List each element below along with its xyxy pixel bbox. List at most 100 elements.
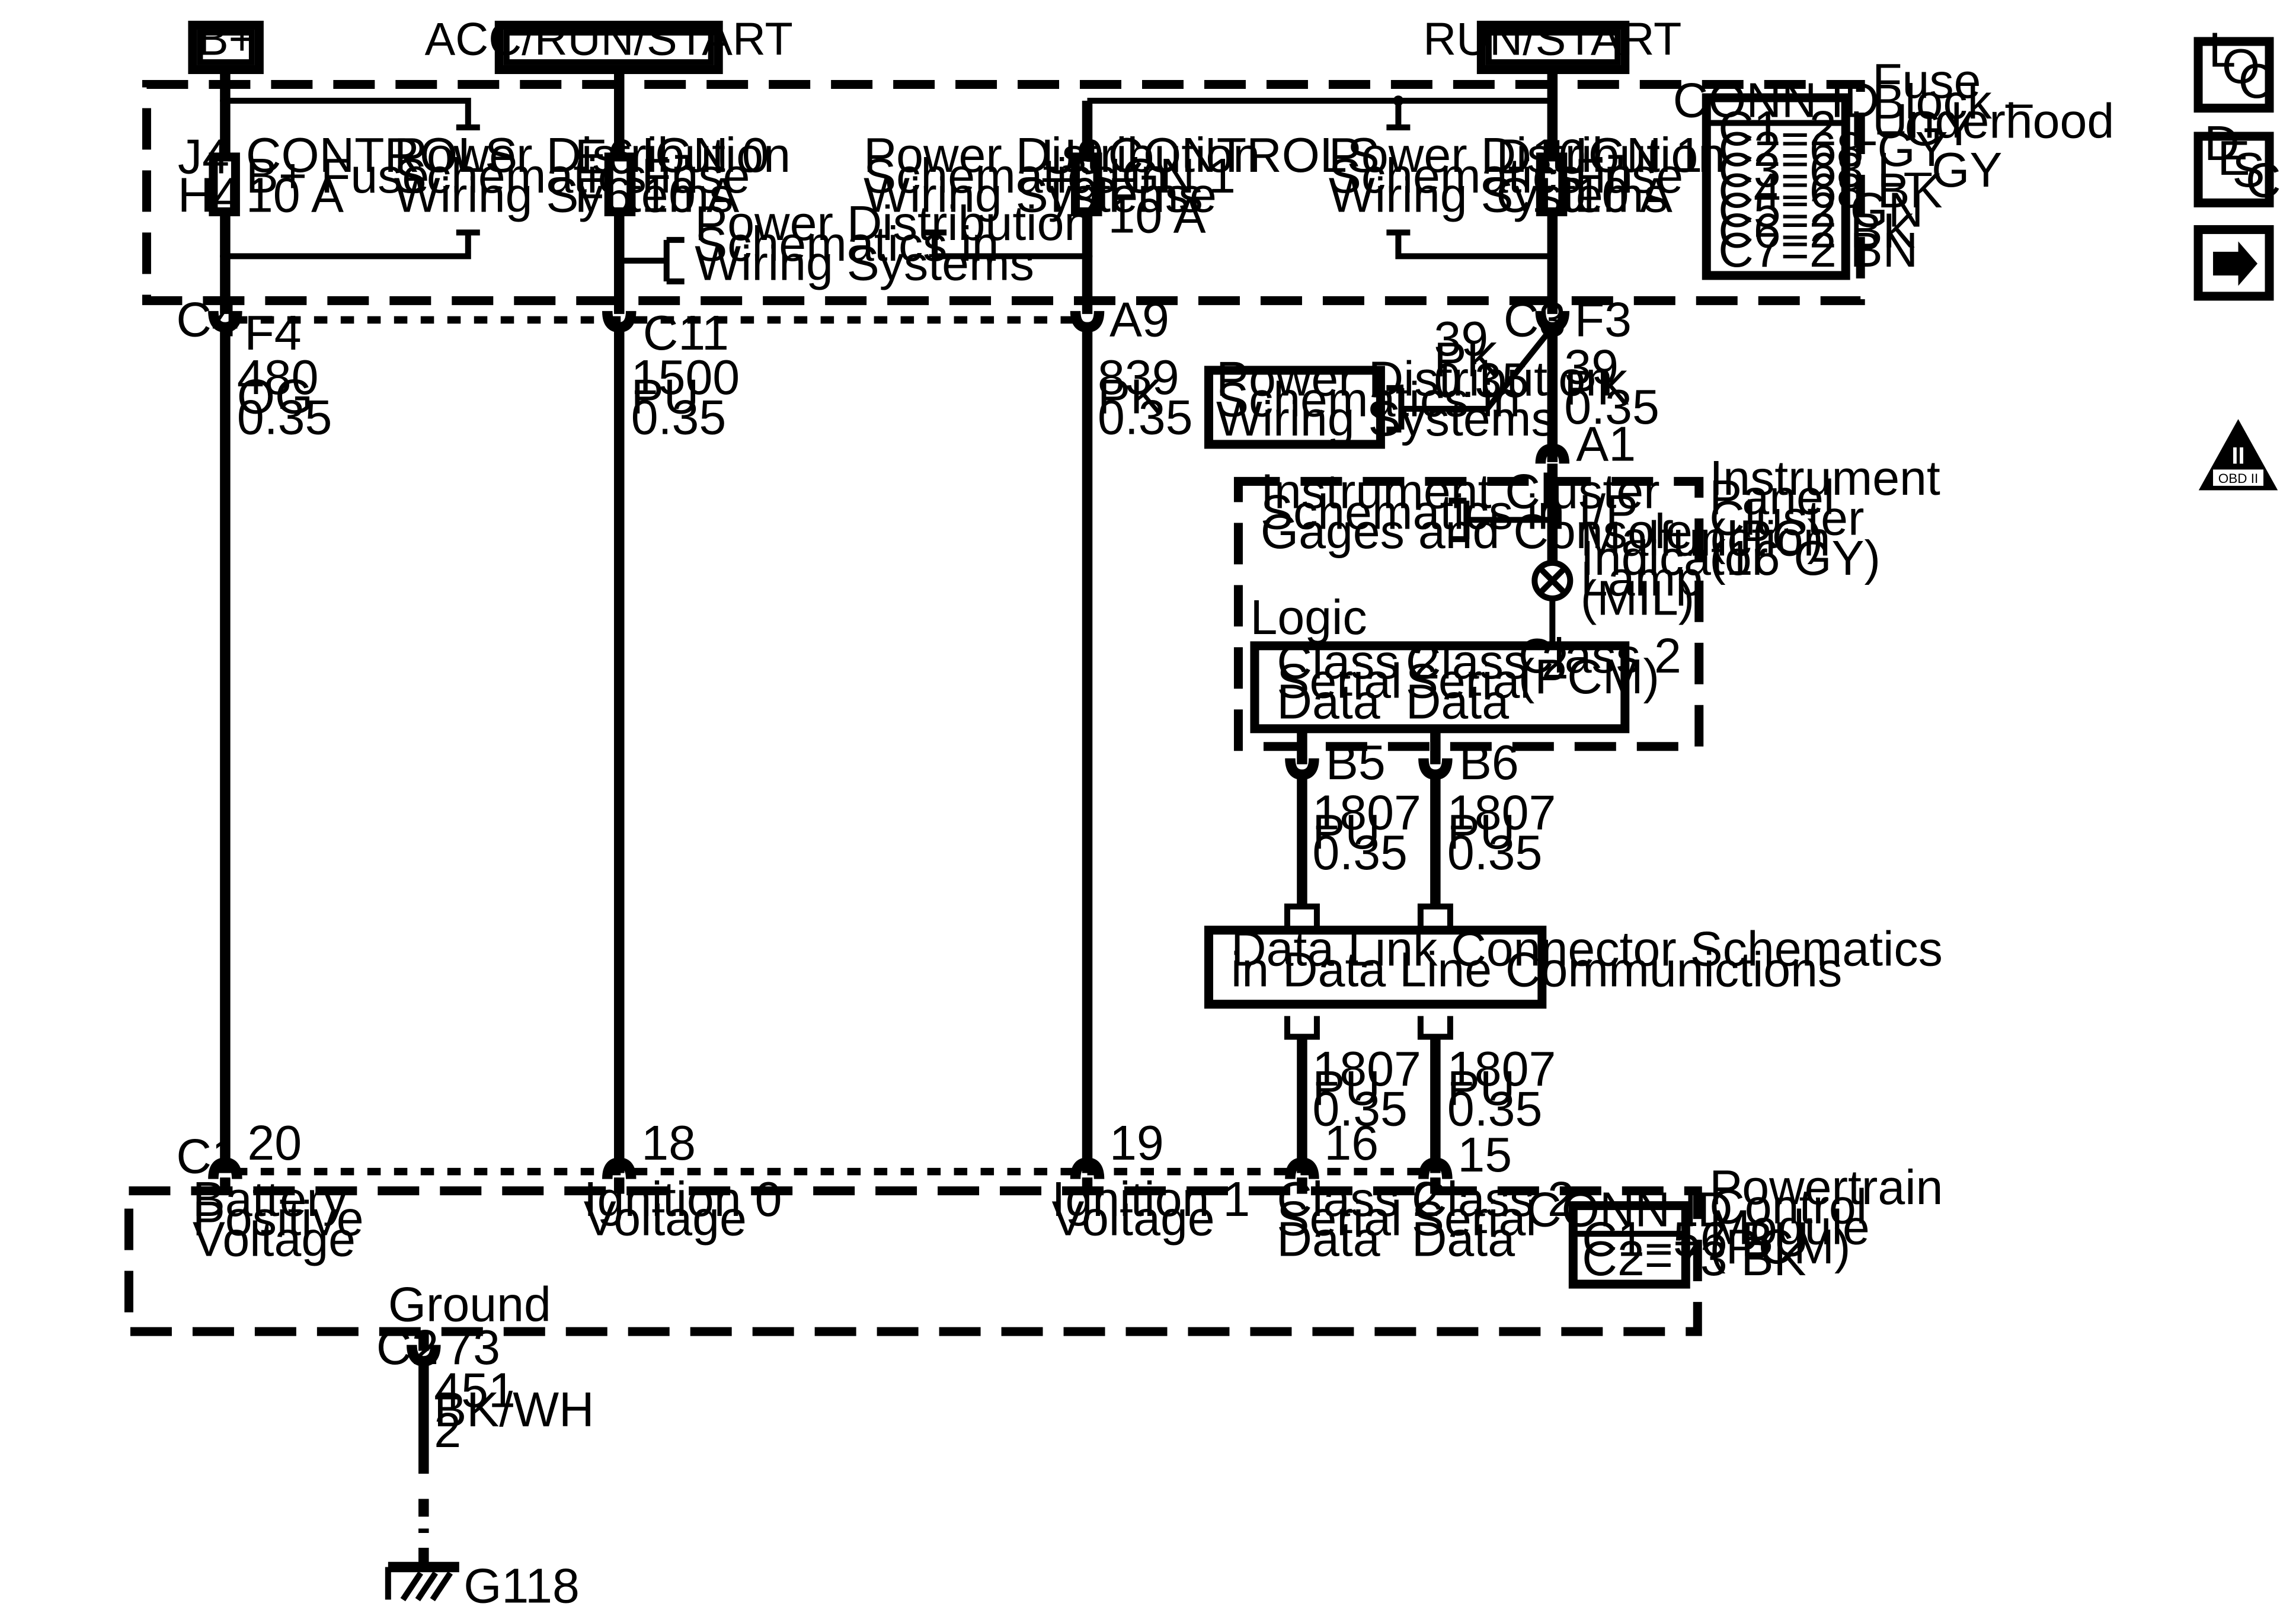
svg-text:0.35: 0.35 — [1564, 380, 1659, 434]
svg-text:C1=2 L–GY: C1=2 L–GY — [1718, 101, 1975, 156]
svg-text:0.35: 0.35 — [1447, 825, 1543, 880]
controls-bplus-fuse — [209, 152, 240, 216]
svg-text:Wiring Systems: Wiring Systems — [1216, 392, 1556, 446]
svg-text:Data Link Connector Schematics: Data Link Connector Schematics — [1231, 922, 1943, 977]
pcm-ignition-0-voltage: Ignition 0 Voltage — [584, 1172, 782, 1246]
wire-1807-b-label: 1807 PU 0.35 — [1447, 786, 1556, 880]
svg-text:Data: Data — [1412, 1212, 1515, 1267]
svg-text:PK: PK — [1434, 332, 1499, 387]
svg-text:Serial: Serial — [1277, 1192, 1402, 1246]
svg-text:39: 39 — [1434, 312, 1488, 366]
svg-text:Power Distribution: Power Distribution — [1216, 351, 1613, 406]
svg-text:D: D — [2204, 116, 2240, 171]
wire-451-label: 451 BK/WH 2 — [434, 1363, 594, 1458]
svg-text:C2: C2 — [376, 1320, 439, 1375]
svg-text:C: C — [2246, 153, 2281, 207]
ign1-fuse — [1536, 152, 1568, 216]
connector-pin-18: 18 — [602, 1116, 696, 1180]
bplus-label: B+ — [198, 14, 255, 65]
svg-text:1807: 1807 — [1312, 1042, 1421, 1096]
wire-1500-label: 1500 PU 0.35 — [631, 350, 740, 444]
ground-id: G118 — [463, 1558, 580, 1610]
pd-ref-box-text: Power Distribution Schematics in Wiring … — [1216, 351, 1613, 446]
svg-text:C11: C11 — [643, 306, 729, 360]
svg-text:Power Distribution: Power Distribution — [394, 128, 791, 183]
svg-text:Gages and Console: Gages and Console — [1261, 504, 1693, 559]
svg-text:Wiring Systems: Wiring Systems — [695, 236, 1034, 290]
svg-text:Ignition 1: Ignition 1 — [1052, 1172, 1251, 1227]
svg-text:Block –: Block – — [1872, 75, 2033, 129]
svg-text:Instrument: Instrument — [1709, 451, 1940, 505]
ipc-logic-box — [1250, 641, 1630, 734]
svg-text:Fuse: Fuse — [1108, 168, 1217, 222]
location-icon-button[interactable]: L O C — [2193, 23, 2274, 113]
svg-text:Schematics in I/P: Schematics in I/P — [1261, 485, 1638, 539]
svg-text:Class 2: Class 2 — [1412, 1172, 1575, 1227]
svg-text:16: 16 — [1324, 1116, 1379, 1170]
svg-text:C10: C10 — [1496, 168, 1585, 222]
svg-text:C5=2 GN: C5=2 GN — [1718, 183, 1923, 237]
pd-ref-4: Power Distribution Schematics in Wiring … — [1329, 128, 1725, 222]
svg-text:OG: OG — [237, 369, 313, 424]
acc-run-start-label: ACC/RUN/START — [425, 14, 793, 65]
svg-text:480: 480 — [237, 350, 319, 405]
svg-text:PU: PU — [631, 369, 699, 424]
svg-text:Schematics in: Schematics in — [1216, 372, 1520, 427]
svg-text:CONTROLS: CONTROLS — [1108, 128, 1380, 183]
connector-a1: A1 — [1535, 417, 1636, 471]
pd-ref-3: Power Distribution Schematics in Wiring … — [864, 128, 1260, 222]
svg-text:Serial: Serial — [1277, 654, 1402, 708]
svg-text:BK/WH: BK/WH — [434, 1382, 594, 1437]
svg-text:19: 19 — [1109, 1116, 1164, 1170]
svg-text:PU: PU — [1447, 1061, 1515, 1116]
svg-text:0.35: 0.35 — [1434, 353, 1529, 408]
svg-text:451: 451 — [434, 1363, 516, 1418]
svg-text:E: E — [2218, 131, 2250, 185]
svg-text:C2=68 GY: C2=68 GY — [1718, 122, 1948, 177]
fuse-block-outline — [142, 79, 1865, 305]
run-start-label: RUN/START — [1423, 14, 1681, 65]
svg-text:Cluster: Cluster — [1709, 491, 1864, 545]
svg-text:IGN 0: IGN 0 — [641, 128, 769, 183]
svg-text:Data: Data — [1277, 1212, 1380, 1267]
svg-text:II: II — [2231, 443, 2244, 469]
svg-text:Schematics in: Schematics in — [695, 217, 999, 271]
ign1-fuse-label: IGN 1 Fuse 10 A — [1575, 128, 1702, 222]
svg-text:E6: E6 — [575, 129, 635, 184]
description-icon-button[interactable]: D E S C — [2193, 116, 2281, 207]
svg-text:OBD II: OBD II — [2218, 471, 2258, 486]
connector-c11: C11 — [602, 306, 729, 360]
mil-label: Malfunction Indicator Lamp (MIL) — [1581, 511, 1831, 625]
svg-text:Indicator: Indicator — [1581, 531, 1768, 585]
ground-g118-icon — [385, 1561, 459, 1602]
svg-text:A9: A9 — [1109, 292, 1169, 347]
svg-text:C6=2 BK: C6=2 BK — [1718, 203, 1915, 258]
svg-text:H4: H4 — [178, 168, 240, 222]
wire-1807-a-label: 1807 PU 0.35 — [1312, 786, 1421, 880]
pcm-name: Powertrain Control Module (PCM) — [1709, 1160, 1943, 1274]
svg-text:Wiring Systems: Wiring Systems — [394, 168, 734, 222]
svg-text:Fuse: Fuse — [1575, 149, 1683, 203]
svg-text:Data: Data — [1277, 674, 1380, 729]
connector-b6: B6 — [1418, 735, 1519, 790]
svg-text:J4: J4 — [178, 129, 229, 184]
wire-39a-label: 39 PK 0.35 — [1434, 312, 1529, 408]
svg-text:0.35: 0.35 — [237, 390, 332, 444]
ign0-fuse — [604, 152, 636, 216]
svg-text:B6: B6 — [1459, 735, 1519, 790]
ipc-outline — [1233, 476, 1704, 751]
svg-text:Malfunction: Malfunction — [1581, 511, 1831, 566]
svg-text:D10: D10 — [1496, 129, 1585, 184]
svg-text:Schematics in: Schematics in — [1329, 149, 1633, 203]
connector-c1: C1 20 — [176, 1116, 302, 1183]
pcm-ground-label: Ground — [388, 1278, 551, 1332]
svg-text:Fuse: Fuse — [641, 149, 750, 203]
arrow-right-icon[interactable] — [2193, 225, 2274, 301]
pcm-serial-data-2: Class 2 Serial Data — [1412, 1172, 1575, 1266]
svg-text:1807: 1807 — [1312, 786, 1421, 840]
svg-text:Instrument Cluster: Instrument Cluster — [1261, 464, 1660, 518]
svg-text:U9: U9 — [1041, 129, 1104, 184]
svg-text:CONN ID: CONN ID — [1526, 1183, 1732, 1237]
svg-text:0.35: 0.35 — [631, 390, 727, 444]
svg-text:PU: PU — [1312, 805, 1380, 859]
